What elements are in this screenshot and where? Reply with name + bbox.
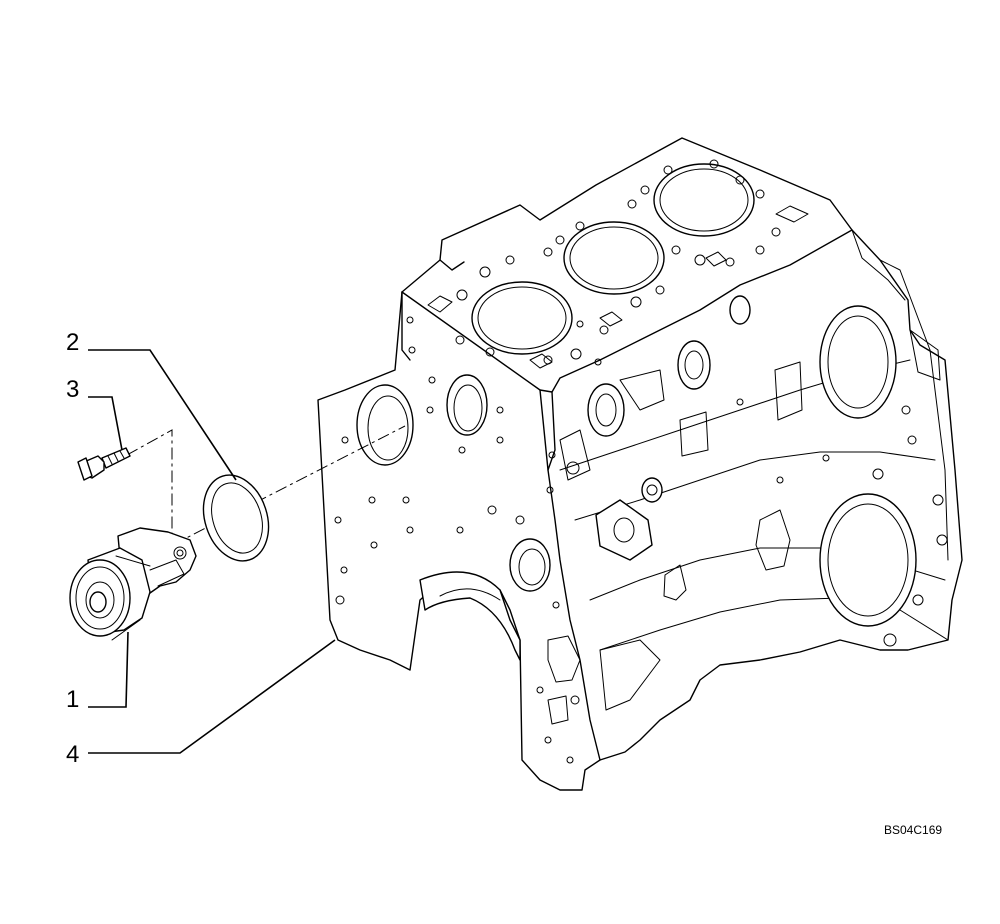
- callout-label-3: 3: [66, 376, 79, 403]
- callout-leader-4: [88, 639, 336, 754]
- water-pump-icon: [69, 527, 197, 641]
- bolt-axis-line: [126, 429, 173, 560]
- callout-leader-3: [88, 396, 123, 451]
- callout-label-4: 4: [66, 741, 79, 768]
- o-ring-gasket-icon: [202, 474, 270, 562]
- figure-reference-code: BS04C169: [884, 823, 942, 837]
- flange-bolt-icon: [77, 447, 131, 481]
- callout-label-2: 2: [66, 329, 79, 356]
- engine-block-icon: [317, 137, 963, 791]
- callout-label-1: 1: [66, 686, 79, 713]
- callout-leader-2: [88, 349, 237, 481]
- callout-leader-1: [88, 631, 129, 708]
